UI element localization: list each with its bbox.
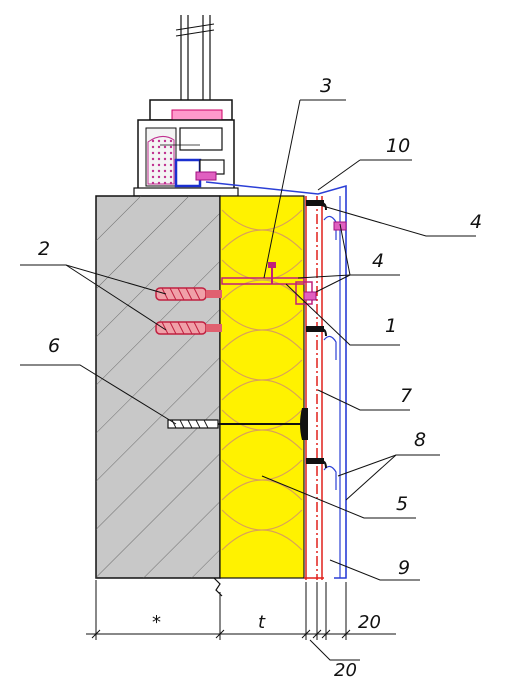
dimension-insulation-label: t bbox=[258, 612, 266, 633]
dimension-gap-right-label: 20 bbox=[358, 612, 381, 633]
insulation-anchor bbox=[167, 408, 308, 440]
callout-5: 5 bbox=[396, 493, 408, 515]
callout-8: 8 bbox=[414, 429, 426, 451]
insulation-layer bbox=[219, 195, 305, 579]
wind-membrane bbox=[304, 196, 324, 580]
callout-10: 10 bbox=[386, 135, 410, 157]
callout-3: 3 bbox=[320, 75, 332, 97]
dimension-wall-label: * bbox=[152, 612, 161, 633]
callout-7: 7 bbox=[400, 385, 412, 407]
concrete-wall bbox=[95, 195, 223, 597]
callout-4-middle: 4 bbox=[372, 250, 384, 272]
window-frame bbox=[133, 15, 239, 197]
dimension-gap-bottom-label: 20 bbox=[334, 660, 357, 681]
callout-4-top: 4 bbox=[470, 211, 482, 233]
callout-1: 1 bbox=[385, 315, 397, 337]
dimension-lines bbox=[86, 580, 396, 661]
leader-lines bbox=[20, 99, 476, 581]
callout-2: 2 bbox=[38, 238, 50, 260]
callout-9: 9 bbox=[398, 557, 410, 579]
anchor-dowels bbox=[155, 287, 222, 335]
callout-6: 6 bbox=[48, 335, 60, 357]
cladding-panel bbox=[205, 181, 347, 579]
